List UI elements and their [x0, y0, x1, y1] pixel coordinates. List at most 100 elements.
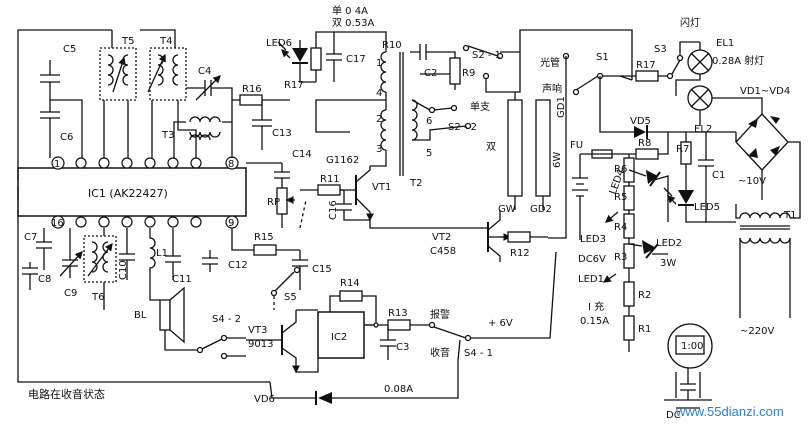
c8-label: C8 [38, 274, 51, 285]
led-led5 [664, 176, 706, 223]
s2-1-label: S2 - 1 [472, 50, 501, 61]
switch-s4-1[interactable] [428, 251, 557, 342]
switch-s5[interactable] [270, 199, 307, 310]
status-note: 电路在收音状态 [28, 387, 105, 401]
wire-top [111, 29, 176, 48]
capacitor-c1 [698, 132, 736, 223]
tube-gd1 [548, 98, 567, 239]
lamp-el2 [687, 85, 736, 126]
r7-label: R7 [676, 144, 689, 155]
switch-s1[interactable] [519, 29, 633, 98]
led-led4 [628, 169, 669, 222]
r10-label: R10 [382, 40, 402, 51]
capacitor-c11 [165, 228, 181, 280]
coil-pin-1: 1 [376, 58, 382, 69]
coil-pin-3: 3 [376, 144, 382, 155]
capacitor-c16 [336, 190, 370, 221]
current-double: 双 0.53A [332, 17, 374, 29]
transformer-t3 [173, 116, 232, 158]
led2-label: LED2 [656, 238, 682, 249]
rp-label: RP [267, 197, 280, 208]
capacitor-c2 [410, 44, 450, 75]
switch-s2-2[interactable] [411, 99, 472, 141]
capacitor-c17 [326, 32, 342, 82]
capacitor-c8 [22, 262, 38, 290]
led3-label: LED3 [580, 234, 606, 245]
r3-label: R3 [614, 252, 627, 263]
c9-label: C9 [64, 288, 77, 299]
r1-label: R1 [638, 324, 651, 335]
c14-label: C14 [292, 149, 312, 160]
capacitor-c15 [292, 250, 308, 290]
s4-2-label: S4 - 2 [212, 314, 241, 325]
c2-label: C2 [424, 68, 437, 79]
vt2-type: C458 [430, 246, 456, 257]
resistor-r17-right [620, 70, 668, 82]
transformer-t2 [315, 31, 418, 176]
t1-primary: ~220V [740, 326, 774, 337]
vt3-type: 9013 [248, 339, 273, 350]
gw-label: GW [498, 204, 516, 215]
charge-label: I 充 [588, 300, 604, 313]
radio-label: 收音 [430, 346, 450, 359]
ic1-bottom-pins [51, 215, 239, 229]
led2-power: 3W [660, 258, 676, 269]
ic1-top-pins [51, 156, 239, 170]
switch-s2-1[interactable] [462, 44, 521, 93]
battery-dc6v [572, 154, 588, 240]
r14-label: R14 [340, 278, 360, 289]
l1-label: L1 [156, 248, 168, 259]
resistor-r5 [623, 185, 635, 214]
capacitor-c7 [36, 228, 52, 270]
light-tube-label: 光管 [540, 56, 560, 69]
ic1-pin-16: 16 [51, 218, 64, 229]
coil-pin-6: 6 [426, 116, 432, 127]
switch-s4-2[interactable] [196, 334, 247, 360]
r4-label: R4 [614, 222, 627, 233]
speaker-bl [149, 286, 200, 351]
charge-current: 0.15A [580, 316, 609, 327]
el1-spec: 0.28A 射灯 [712, 55, 764, 67]
r12-label: R12 [510, 248, 530, 259]
r9-label: R9 [462, 68, 475, 79]
c13-label: C13 [272, 128, 292, 139]
r17-left-label: R17 [284, 80, 304, 91]
t5-label: T5 [121, 36, 134, 47]
tube-gw [507, 92, 523, 210]
resistor-r17-left [310, 31, 362, 82]
s5-label: S5 [284, 292, 297, 303]
fuse-fu [580, 149, 628, 159]
c16-label: C16 [328, 200, 339, 220]
resistor-r7 [680, 132, 692, 176]
sound-label: 声响 [542, 82, 562, 95]
r8-label: R8 [638, 138, 651, 149]
r13-label: R13 [388, 308, 408, 319]
t4-label: T4 [159, 36, 172, 47]
dc-label: DC [666, 410, 681, 421]
capacitor-c12 [202, 250, 218, 272]
clock-display: 1:00 [681, 341, 703, 352]
vd5-label: VD5 [630, 116, 651, 127]
vd6-label: VD6 [254, 394, 275, 405]
resistor-r12 [500, 231, 548, 243]
ic1-pin-9: 9 [228, 218, 234, 229]
transformer-t6 [83, 228, 117, 310]
led1-label: LED1 [578, 274, 604, 285]
c17-label: C17 [346, 54, 366, 65]
watermark: www.55dianzi.com [675, 404, 784, 419]
transformer-t4 [147, 47, 197, 158]
potentiometer-rp [276, 187, 295, 228]
c11-label: C11 [172, 274, 192, 285]
resistor-r11 [300, 184, 344, 196]
bl-label: BL [134, 310, 147, 321]
switch-s3[interactable] [666, 41, 701, 80]
capacitor-c9 [59, 228, 83, 278]
ic1-pin-1: 1 [54, 159, 60, 170]
r17-right-label: R17 [636, 60, 656, 71]
c4-label: C4 [198, 66, 211, 77]
t1-secondary: ~10V [738, 176, 766, 187]
lamp-el1 [675, 42, 713, 96]
gd1-label: GD1 [556, 96, 567, 118]
resistor-r15 [231, 228, 300, 256]
